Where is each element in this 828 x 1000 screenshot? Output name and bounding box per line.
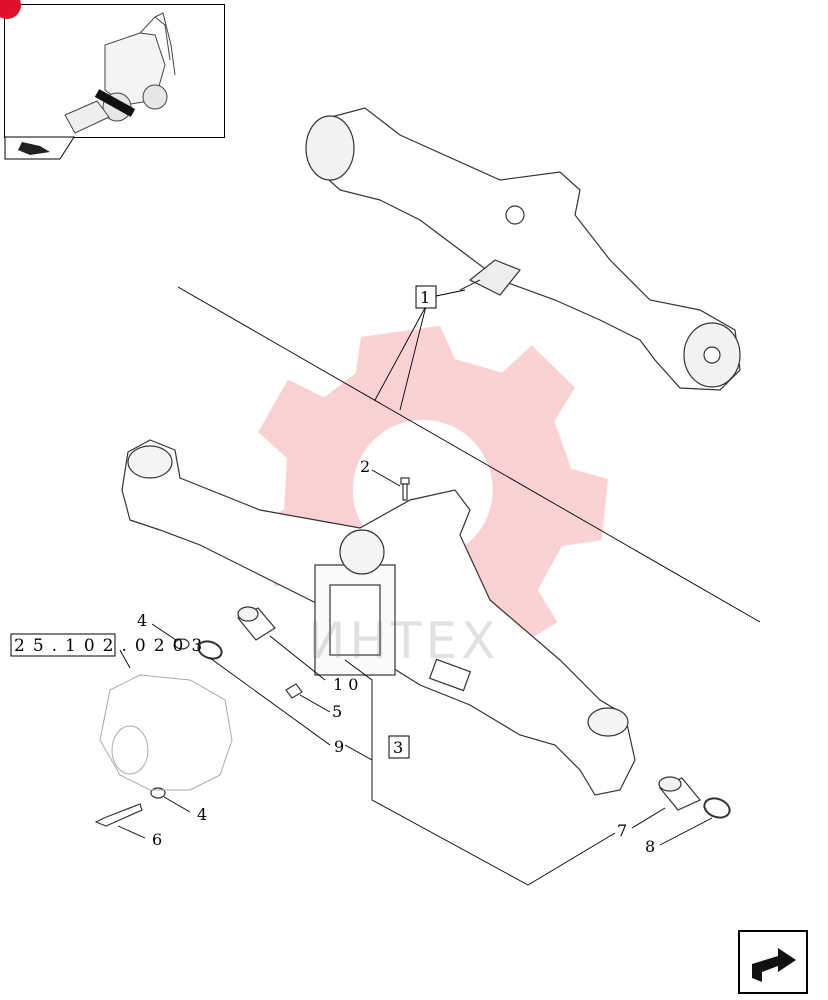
view-tab[interactable] — [4, 136, 76, 160]
callout-6: 6 — [152, 830, 162, 849]
reference-housing — [99, 674, 233, 791]
axle-housing-lower — [121, 439, 636, 796]
machine-thumbnail — [0, 0, 225, 138]
callout-9: 9 — [334, 737, 344, 756]
seal-ring-9 — [197, 640, 223, 660]
next-page-icon — [738, 930, 808, 994]
callout-7: 7 — [617, 821, 627, 840]
callout-10: 1 0 — [333, 675, 358, 694]
callout-4-top: 4 — [137, 611, 147, 630]
arrow-tab-icon — [4, 136, 75, 160]
callout-4-bottom: 4 — [197, 805, 207, 824]
reference-link-box[interactable]: 25.102.0203 — [10, 633, 210, 657]
backhoe-loader-icon — [64, 12, 176, 134]
alert-badge — [0, 0, 21, 19]
reference-link-text: 25.102.0203 — [14, 636, 210, 656]
callout-box-1[interactable]: 1 — [415, 285, 437, 309]
callout-3: 3 — [393, 738, 403, 757]
watermark-text: ИНТЕХ — [308, 612, 500, 670]
callout-2: 2 — [360, 457, 370, 476]
bushing-part-7 — [658, 776, 701, 811]
callout-8: 8 — [645, 837, 655, 856]
callout-box-3[interactable]: 3 — [388, 735, 410, 759]
bolt-part-2 — [400, 477, 410, 501]
bushing-part-1 — [237, 606, 276, 641]
pin-part-5 — [285, 683, 303, 699]
bolt-part-6 — [94, 803, 143, 827]
plug-part-4-top — [174, 638, 190, 650]
callout-1: 1 — [420, 288, 430, 307]
next-page-button[interactable] — [738, 930, 808, 994]
axle-assembly-upper — [305, 107, 741, 391]
callout-5: 5 — [332, 702, 342, 721]
leader-lines — [117, 286, 761, 886]
seal-ring-8 — [703, 797, 731, 819]
